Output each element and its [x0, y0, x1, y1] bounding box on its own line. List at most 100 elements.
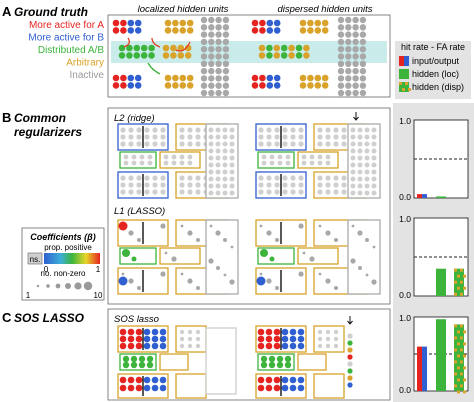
l1-coef-dot [309, 256, 315, 262]
l2-coef-dot [229, 162, 235, 168]
l1-coef-dot [358, 266, 362, 270]
l2-coef-dot [285, 154, 291, 160]
legend-item-2: Distributed A/B [38, 45, 104, 56]
l2-coef-dot [364, 155, 370, 161]
l2-coef-dot [309, 160, 315, 166]
unit-inactive [222, 82, 230, 89]
l2-coef-dot [357, 169, 363, 175]
sos-coef-dot [159, 376, 167, 384]
unit-input-localized [112, 27, 120, 34]
sos-coef-dot [179, 336, 185, 342]
l1-coef-dot [196, 286, 200, 290]
l1-coef-dot [215, 230, 221, 236]
l2-coef-dot [357, 155, 363, 161]
l2-coef-dot [341, 127, 347, 133]
prop-gradient-bar [44, 253, 100, 264]
header-dispersed: dispersed hidden units [277, 4, 372, 15]
unit-inactive [352, 82, 359, 89]
legend-item-0: More active for A [29, 20, 104, 31]
sos-arbitrary-box-mid [159, 353, 189, 371]
l2-coef-dot [357, 134, 363, 140]
sos-arbitrary-box-bottom [313, 373, 345, 399]
unit-inactive [337, 46, 345, 53]
l2-coef-dot [341, 134, 347, 140]
l1-coef-dot [298, 271, 304, 277]
unit-arbitrary [170, 44, 177, 52]
unit-inactive [200, 89, 208, 97]
l2-coef-dot [357, 176, 363, 182]
l2-coef-dot [317, 154, 323, 160]
l1-coef-dot [266, 230, 272, 236]
unit-inactive [208, 16, 215, 24]
panel-b-frame [107, 107, 391, 305]
sos-coef-dot [273, 335, 281, 343]
l1-coef-dot [128, 278, 134, 284]
l2-coef-dot [269, 154, 275, 160]
l2-coef-dot [160, 141, 166, 147]
sos-coef-dot [135, 342, 143, 350]
l2-coef-dot [229, 141, 235, 147]
l2-coef-dot [195, 134, 201, 140]
unit-mixed [295, 44, 303, 52]
l2-coef-dot [179, 160, 185, 166]
unit-inactive [359, 75, 367, 82]
unit-inactive [345, 31, 352, 38]
l2-coef-dot [350, 162, 356, 168]
l2-coef-dot [171, 154, 177, 160]
l2-coef-dot [179, 154, 185, 160]
l1-coef-dot [121, 272, 125, 276]
sos-coef-dot [260, 355, 268, 363]
y-tick-top: 1.0 [399, 116, 411, 126]
unit-inactive [222, 53, 230, 60]
l2-coef-dot [317, 189, 323, 195]
l1-coef-dot [269, 256, 275, 262]
unit-inactive [222, 75, 230, 82]
sos-coef-dot [347, 333, 353, 339]
unit-input-dispersed [251, 82, 259, 89]
sos-coef-dot [325, 343, 331, 349]
unit-arbitrary [172, 74, 179, 82]
header-localized: localized hidden units [138, 4, 229, 15]
unit-arbitrary [314, 19, 322, 27]
l2-coef-dot [215, 190, 221, 196]
panel-c-letter: C [2, 310, 12, 325]
unit-arbitrary [307, 27, 314, 34]
sos-coef-dot [146, 361, 154, 369]
unit-inactive [345, 16, 352, 24]
unit-inactive [352, 24, 359, 31]
l2-coef-dot [229, 176, 235, 182]
l2-coef-dot [325, 189, 331, 195]
coef-legend-nonzero: no. non-zero [41, 269, 86, 278]
l2-coef-dot [152, 141, 158, 147]
l2-coef-dot [317, 127, 323, 133]
unit-mixed [280, 52, 288, 59]
l2-coef-dot [136, 175, 142, 181]
unit-inactive [352, 38, 359, 46]
sos-coef-dot [138, 355, 146, 363]
l2-coef-dot [266, 182, 272, 188]
unit-arbitrary [170, 52, 177, 59]
bar-io [417, 194, 427, 198]
size-legend-dot [74, 282, 82, 290]
l2-coef-dot [350, 148, 356, 154]
l2-coef-dot [139, 160, 145, 166]
bar-chart-2: 1.00.0 [399, 313, 469, 395]
panel-c-frame [107, 308, 391, 401]
sos-coef-dot [151, 384, 159, 392]
hitrate-label-2: hidden (disp) [412, 82, 464, 92]
unit-arbitrary [186, 19, 194, 27]
l1-coef-dot [318, 224, 322, 228]
l1-coef-dot [209, 224, 213, 228]
unit-input-localized [127, 27, 135, 34]
l2-coef-dot [179, 134, 185, 140]
sos-coef-dot [289, 376, 297, 384]
panel-c: C SOS LASSO SOS lasso [2, 308, 391, 401]
bar-io [417, 346, 427, 391]
l2-coef-dot [144, 189, 150, 195]
unit-distributed [133, 44, 141, 52]
unit-arbitrary [299, 82, 307, 89]
sos-coef-dot [265, 342, 273, 350]
unit-inactive [200, 24, 208, 31]
sos-coef-dot [257, 376, 265, 384]
